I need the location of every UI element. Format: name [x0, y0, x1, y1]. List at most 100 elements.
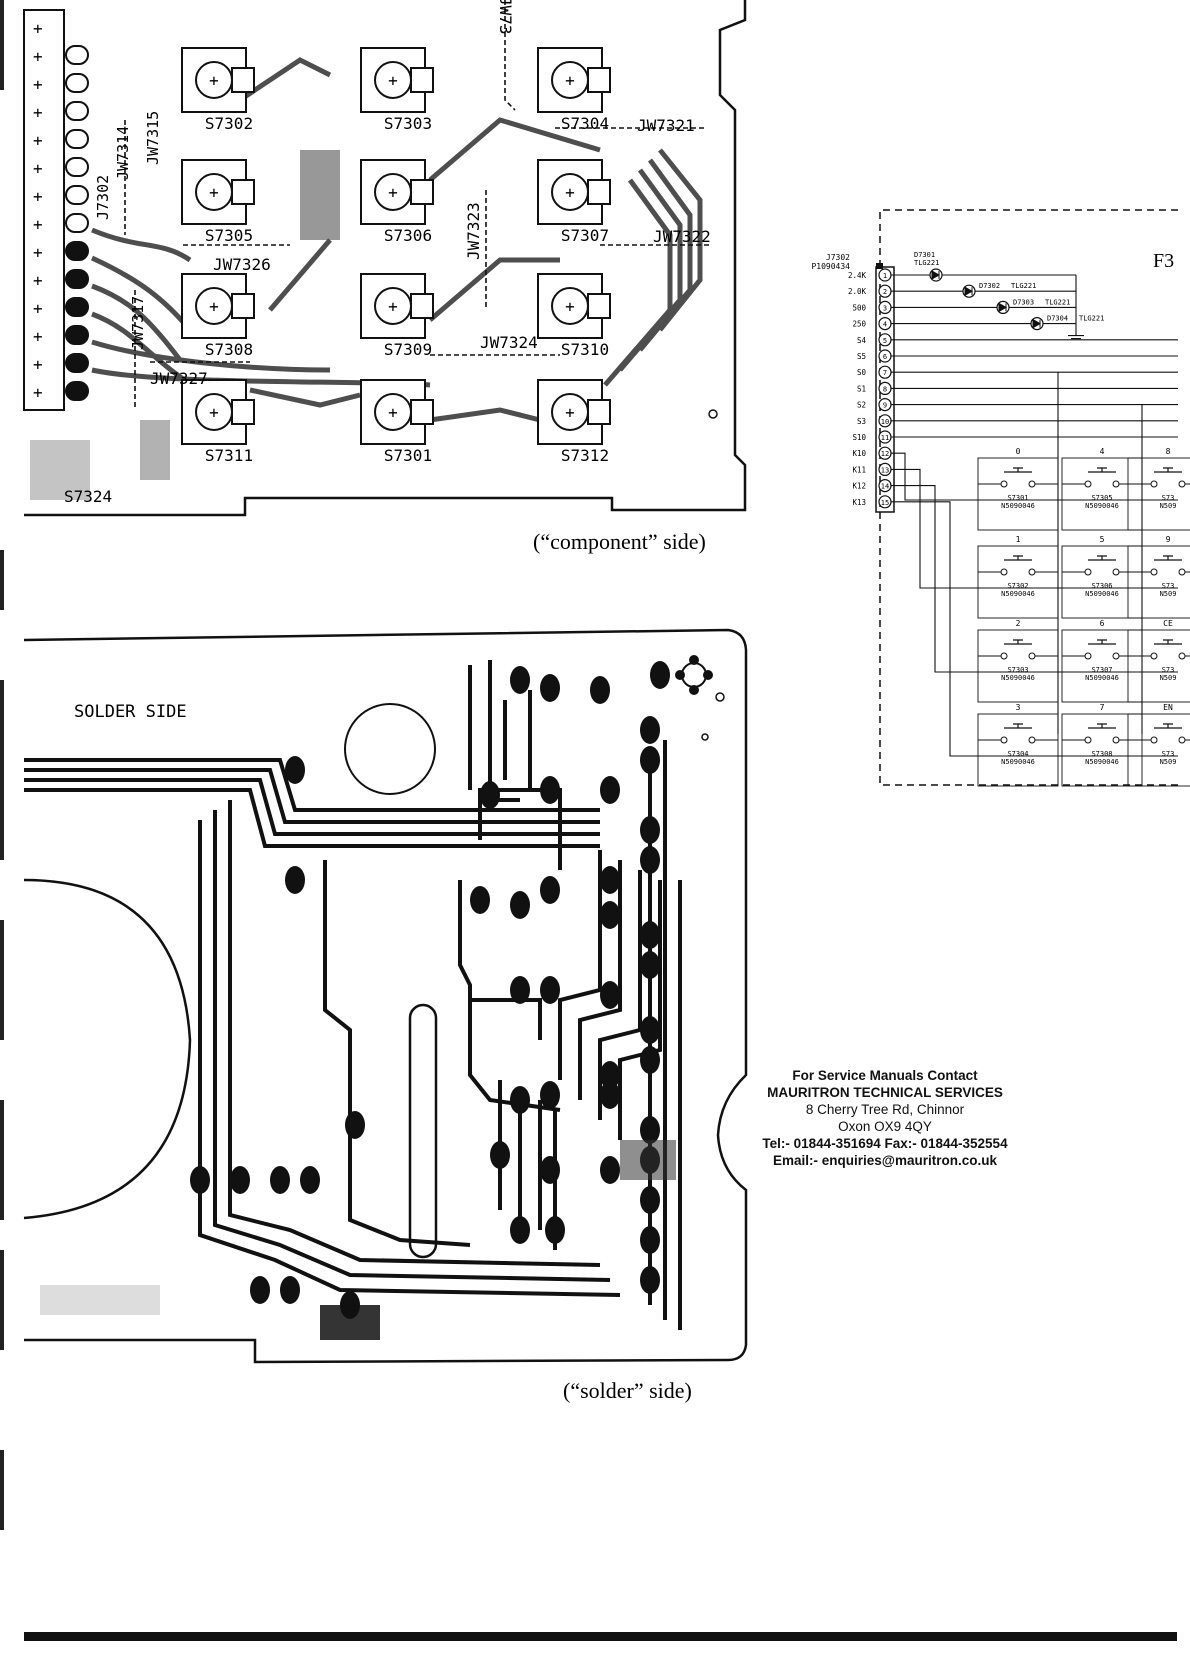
key-legend: 9: [1166, 535, 1171, 544]
edge-mark: [0, 920, 4, 1040]
svg-text:+: +: [209, 403, 219, 422]
key-switch-ref: S7305: [1091, 494, 1112, 502]
plus-mark: +: [33, 47, 43, 66]
switch-ref-label: S7304: [561, 114, 609, 133]
jumper-label-jw7314: JW7314: [114, 126, 132, 180]
solder-pad: [590, 676, 610, 704]
solder-pad: [230, 1166, 250, 1194]
solder-pad: [510, 1216, 530, 1244]
key-legend: CE: [1163, 619, 1173, 628]
key-switch-ref: S7301: [1007, 494, 1028, 502]
bottom-rule: [24, 1632, 1177, 1641]
key-switch-part: N5090046: [1085, 502, 1119, 510]
solder-pad: [640, 1266, 660, 1294]
pin-number: 7: [883, 369, 887, 377]
switch-ref-label: S7312: [561, 446, 609, 465]
jumper-label: JW73: [496, 0, 515, 35]
edge-mark: [0, 1100, 4, 1220]
plus-mark: +: [33, 103, 43, 122]
plus-mark: +: [33, 383, 43, 402]
pin-number: 15: [881, 499, 889, 507]
pin-signal-label: 2.4K: [848, 271, 867, 280]
solder-pad: [270, 1166, 290, 1194]
key-switch-ref: S73: [1162, 750, 1175, 758]
solder-pad: [545, 1216, 565, 1244]
key-switch-ref: S7308: [1091, 750, 1112, 758]
solder-pad: [470, 886, 490, 914]
solder-pad: [280, 1276, 300, 1304]
key-switch-part: N509: [1160, 502, 1177, 510]
pin-signal-label: 250: [852, 320, 866, 329]
edge-pad: [65, 325, 89, 345]
key-switch-ref: S73: [1162, 666, 1175, 674]
pin-number: 11: [881, 434, 889, 442]
key-legend: 6: [1100, 619, 1105, 628]
jumper-label-jw7321: JW7321: [637, 116, 695, 135]
plus-mark: +: [33, 159, 43, 178]
switch-ref-label: S7308: [205, 340, 253, 359]
switch-ref-label: S7303: [384, 114, 432, 133]
connector-part: P1090434: [811, 262, 850, 271]
plus-mark: +: [33, 327, 43, 346]
plus-mark: +: [33, 243, 43, 262]
key-switch-part: N5090046: [1001, 502, 1035, 510]
jumper-label-jw7326: JW7326: [213, 255, 271, 274]
svg-text:+: +: [565, 297, 575, 316]
service-contact-block: For Service Manuals Contact MAURITRON TE…: [760, 1067, 1010, 1169]
switch-footprint: +S7305: [181, 159, 255, 245]
pin-signal-label: S5: [857, 352, 866, 361]
key-switch-ref: S7307: [1091, 666, 1112, 674]
key-switch-ref: S7302: [1007, 582, 1028, 590]
switch-ref-label: S7302: [205, 114, 253, 133]
switch-ref-label: S7310: [561, 340, 609, 359]
pin-signal-label: S2: [857, 401, 866, 410]
plus-mark: +: [33, 187, 43, 206]
svg-text:+: +: [388, 71, 398, 90]
key-switch-part: N5090046: [1001, 590, 1035, 598]
key-switch-ref: S73: [1162, 582, 1175, 590]
connector-label-j7302: J7302: [94, 175, 112, 220]
pin-number: 9: [883, 402, 887, 410]
pin-signal-label: K13: [852, 498, 866, 507]
switch-ref-label: S7307: [561, 226, 609, 245]
plus-mark: +: [33, 19, 43, 38]
contact-email: Email:- enquiries@mauritron.co.uk: [773, 1153, 997, 1168]
pin-number: 10: [881, 418, 889, 426]
switch-footprint: + S7303: [360, 47, 434, 133]
key-legend: 5: [1100, 535, 1105, 544]
switch-footprint: +S7311: [181, 379, 255, 465]
jumper-label-jw7323: JW7323: [464, 202, 483, 260]
key-legend: 0: [1016, 447, 1021, 456]
plus-mark: +: [33, 299, 43, 318]
diode-ref: D7302: [979, 282, 1000, 290]
solder-pad: [600, 1081, 620, 1109]
pin-signal-label: S3: [857, 417, 866, 426]
switch-label-s7324: S7324: [64, 487, 112, 506]
plus-mark: +: [33, 75, 43, 94]
solder-side-caption: (“solder” side): [563, 1378, 692, 1403]
diode-ref: D7303: [1013, 298, 1034, 306]
switch-footprint: +S7301: [360, 379, 434, 465]
plus-mark: +: [33, 215, 43, 234]
solder-pad: [250, 1276, 270, 1304]
solder-pad: [600, 1156, 620, 1184]
pin-number: 8: [883, 385, 887, 393]
key-switch-part: N509: [1160, 674, 1177, 682]
svg-text:+: +: [565, 403, 575, 422]
edge-pad: [65, 101, 89, 121]
key-switch-part: N5090046: [1001, 674, 1035, 682]
solder-pad: [600, 776, 620, 804]
diode-ref: D7304: [1047, 315, 1068, 323]
component-side-caption: (“component” side): [533, 529, 706, 554]
solder-pad: [510, 891, 530, 919]
key-switch-part: N5090046: [1001, 758, 1035, 766]
pin-signal-label: K11: [852, 465, 866, 474]
key-switch-part: N509: [1160, 758, 1177, 766]
